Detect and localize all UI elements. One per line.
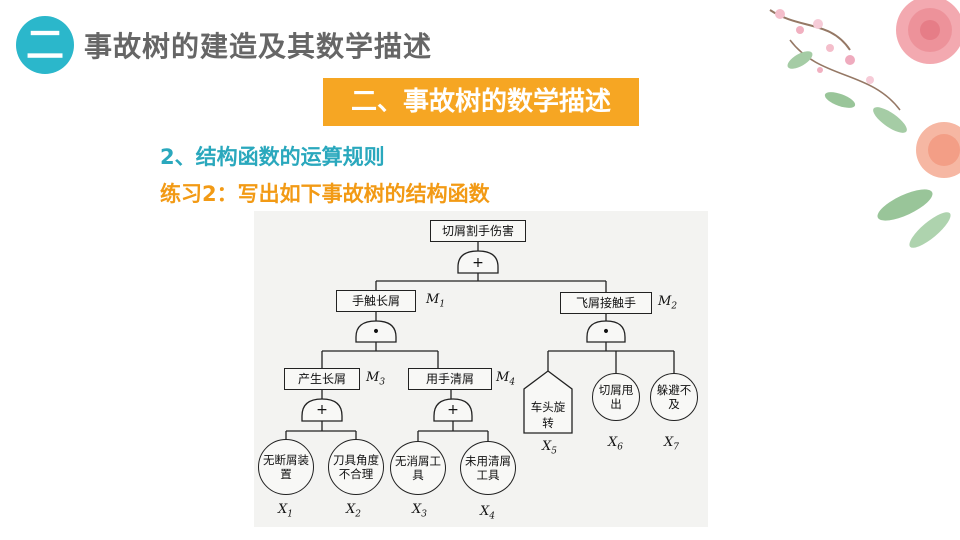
m4-or-gate-symbol: + (447, 402, 459, 418)
event-m1: 手触长屑 (336, 290, 416, 312)
label-x1: X1 (278, 502, 293, 520)
fault-tree-lines (285, 242, 675, 441)
label-x2: X2 (346, 502, 361, 520)
floral-decoration (769, 0, 960, 248)
basic-event-x3: 无消屑工具 (390, 441, 446, 495)
event-m4: 用手清屑 (408, 368, 492, 390)
m2-and-gate-symbol: • (601, 324, 611, 340)
rule-title: 2、结构函数的运算规则 (160, 145, 385, 169)
basic-event-x7: 躲避不及 (650, 373, 698, 421)
top-or-gate-symbol: + (472, 255, 484, 271)
event-m2: 飞屑接触手 (560, 292, 652, 314)
section-heading: 二、事故树的数学描述 (323, 78, 639, 126)
m1-and-gate-symbol: • (371, 324, 381, 340)
basic-event-x6: 切屑甩出 (592, 373, 640, 421)
m3-or-gate-symbol: + (316, 402, 328, 418)
top-event: 切屑割手伤害 (430, 220, 526, 242)
label-m2: M2 (658, 294, 678, 312)
label-m3: M3 (366, 370, 386, 388)
event-m3: 产生长屑 (284, 368, 360, 390)
page-title: 事故树的建造及其数学描述 (84, 30, 433, 63)
label-m1: M1 (426, 292, 446, 310)
basic-event-x5: 车头旋转 (530, 400, 566, 430)
label-x3: X3 (412, 502, 427, 520)
basic-event-x2: 刀具角度不合理 (328, 439, 384, 495)
fault-tree-figure: 切屑割手伤害 + 手触长屑 M1 • 飞屑接触手 M2 • 产生长屑 M3 + … (254, 211, 708, 527)
label-x4: X4 (480, 504, 495, 522)
exercise-prompt: 练习2：写出如下事故树的结构函数 (160, 182, 490, 206)
basic-event-x1: 无断屑装置 (258, 439, 314, 495)
label-x7: X7 (664, 435, 679, 453)
label-x6: X6 (608, 435, 623, 453)
label-x5: X5 (542, 439, 557, 457)
label-m4: M4 (496, 370, 516, 388)
basic-event-x4: 未用清屑工具 (460, 441, 516, 495)
section-number-badge: 二 (16, 16, 74, 74)
